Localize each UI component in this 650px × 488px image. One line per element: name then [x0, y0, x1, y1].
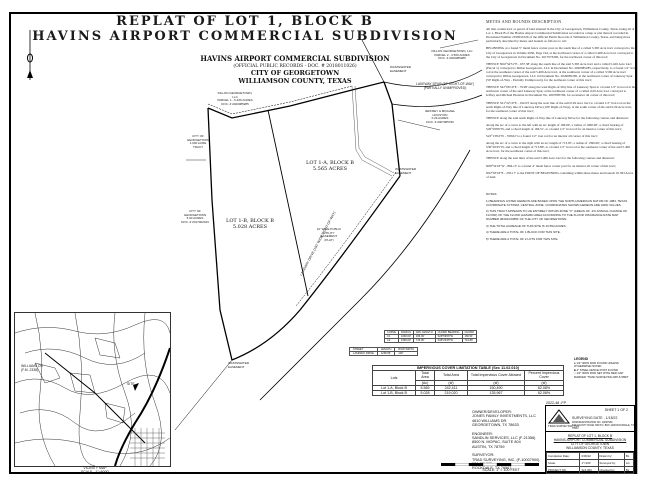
firm-name: TRAD SURVEYING, INC. — [548, 424, 580, 428]
notes-heading: NOTES: — [486, 192, 498, 196]
legend: LEGEND ● 1/2" IRON ROD FOUND UNLESS OTHE… — [574, 357, 634, 379]
mb-paragraph: S22°13'04"W - 358.62' to a found 1/2" ir… — [486, 134, 598, 139]
mb-paragraph: Along the arc of a curve to the left wit… — [486, 122, 624, 131]
metes-and-bounds-description: METES AND BOUNDS DESCRIPTION All that ce… — [486, 19, 636, 182]
label-lakeway-spur: LAKEWAY SPUR (50' RIGHT-OF-WAY)(PARTIALL… — [416, 82, 474, 90]
title-block: SHEET 1 OF 2 TRAD SURVEYING, INC. SURVEY… — [545, 405, 635, 474]
surveyor-logo-icon — [548, 409, 570, 424]
sheet-number: SHEET 1 OF 2 — [604, 408, 628, 412]
plat-notes: NOTES: 1) BEARINGS LISTED HEREON ARE BAS… — [486, 192, 631, 243]
north-arrow-icon — [27, 30, 33, 80]
vicinity-map-drawing — [15, 313, 170, 466]
mb-paragraph: N08°54'18"W - 864.13' to a found 4" meta… — [486, 163, 616, 168]
legend-item: ● 1/2" IRON ROD FOUND UNLESS OTHERWISE N… — [574, 360, 619, 368]
project-title: REPLAT OF LOT 1, BLOCK B HAVINS AIRPORT … — [546, 431, 634, 452]
mb-paragraph: THENCE S21°22'10"E - 192.03' along the w… — [486, 100, 632, 113]
impervious-table-title: IMPERVIOUS COVER LIMITATION TABLE (Sec 1… — [372, 364, 564, 372]
scale-caption: SCALE: 1" = 100 FEET — [482, 468, 520, 472]
mb-paragraph: Along the arc of a curve to the right wi… — [486, 141, 630, 154]
date-stamp: 2022-48 -FP — [546, 401, 566, 405]
subdivision-name: HAVINS AIRPORT COMMERCIAL SUBDIVISION — [200, 54, 390, 63]
scale-bar — [441, 463, 539, 466]
sheet-edge — [637, 12, 638, 474]
mb-paragraph: THENCE along the said north Right-of-Way… — [486, 115, 629, 120]
table-row: Scale:1"=100'Surveyed by:LG — [545, 459, 635, 467]
mb-paragraph: All that certain tract or parcel of land… — [486, 27, 635, 44]
city-name: CITY OF GEORGETOWN — [250, 69, 340, 77]
plat-sheet-border — [9, 12, 637, 474]
survey-date: SURVEYING DATE - 1/18/22 — [572, 416, 618, 420]
note-item: 2) THIS TRACT APPEARS TO LIE ENTIRELY WI… — [486, 209, 628, 221]
vicinity-label-williams: WILLIAMS DR(F.M. 2338) — [21, 364, 44, 372]
impervious-cover-table: IMPERVIOUS COVER LIMITATION TABLE (Sec 1… — [372, 364, 564, 397]
note-item: 5) THERE ARE A TOTAL OF 2 LOTS FOR THIS … — [486, 236, 559, 241]
document-title-line2: HAVINS AIRPORT COMMERCIAL SUBDIVISION — [32, 29, 458, 44]
engineer-info: ENGINEER:SANDLIN SERVICES, LLC (F-21356)… — [472, 431, 536, 449]
mb-paragraph: THENCE along the east lines of the said … — [486, 156, 615, 161]
record-reference: (OFFICIAL PUBLIC RECORDS - DOC. # 201801… — [233, 63, 357, 69]
owner-info: OWNER/DEVELOPER:JONES FAMILY INVESTMENTS… — [472, 410, 536, 428]
vicinity-map-caption: VICINITY MAP SCALE - 1"=5000' — [80, 466, 110, 474]
note-item: 1) BEARINGS LISTED HEREON ARE BASED UPON… — [486, 198, 628, 207]
plat-header: HAVINS AIRPORT COMMERCIAL SUBDIVISION (O… — [190, 55, 400, 85]
site-marker-icon — [133, 383, 139, 391]
mb-paragraph: THENCE N64°34'51"E - 637.38' along the s… — [486, 61, 636, 83]
vicinity-map: WILLIAMS DR(F.M. 2338) SITE — [14, 312, 171, 467]
legend-heading: LEGEND — [574, 357, 589, 361]
mb-paragraph: THENCE S22°06'10"E - 79.99' along the we… — [486, 85, 636, 98]
county-name: WILLIAMSON COUNTY, TEXAS — [238, 76, 352, 85]
note-item: 4) THERE ARE A TOTAL OF 1 BLOCK FOR THIS… — [486, 230, 561, 234]
document-title-line1: REPLAT OF LOT 1, BLOCK B — [116, 14, 374, 29]
legend-item: ○ 1/2" IRON ROD SET WITH RED CAP MARKED … — [574, 371, 629, 379]
note-item: 3) THE TOTAL ACREAGE OF THIS SITE IS 10.… — [486, 223, 567, 228]
mb-paragraph: N02°03'18"E - 293.17' to the POINT OF BE… — [486, 170, 634, 179]
vicinity-label-site: SITE — [127, 382, 135, 386]
metes-bounds-heading: METES AND BOUNDS DESCRIPTION — [486, 19, 562, 24]
legend-item: ■ 4" STEEL FENCE POST FOUND — [574, 367, 618, 372]
mb-paragraph: BEGINNING at a found 5" metal fence corn… — [486, 46, 635, 59]
firm-registration: FIRM REGISTRATION NO. 10007900 526 COUNT… — [572, 421, 634, 430]
